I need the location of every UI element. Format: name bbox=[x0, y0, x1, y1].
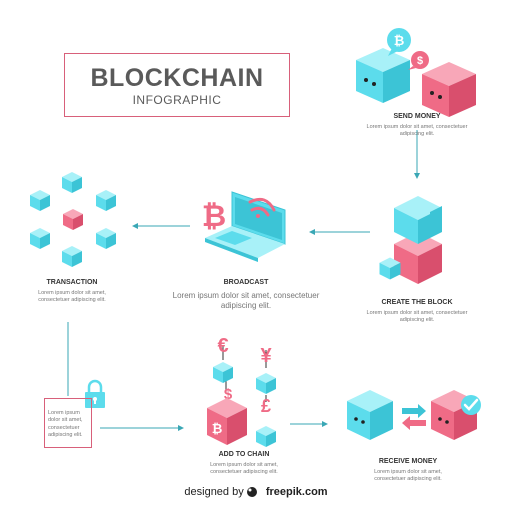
add-to-chain-title: ADD TO CHAIN bbox=[218, 451, 270, 458]
bitcoin-symbol-icon: ₿ bbox=[202, 199, 226, 234]
transaction-desc: Lorem ipsum dolor sit amet, consectetuer… bbox=[22, 290, 122, 305]
send-money-desc-line1: Lorem ipsum dolor sit amet, consectetuer bbox=[366, 124, 468, 130]
add-to-chain-desc: Lorem ipsum dolor sit amet, consectetuer… bbox=[189, 462, 299, 477]
receive-money-desc: Lorem ipsum dolor sit amet, consectetuer… bbox=[353, 469, 463, 484]
receive-money-illustration bbox=[347, 390, 481, 440]
create-block-desc: Lorem ipsum dolor sit amet, consectetuer… bbox=[357, 310, 477, 325]
receive-money-desc-line2: consectetuer adipiscing elit. bbox=[374, 476, 442, 483]
send-money-desc-line2: adipiscing elit. bbox=[399, 131, 435, 138]
add-to-chain-illustration: € ¥ £ $ ₿ bbox=[207, 335, 276, 447]
lock-note-frame bbox=[44, 398, 92, 448]
receive-money-desc-line1: Lorem ipsum dolor sit amet, bbox=[374, 469, 442, 475]
svg-text:₿: ₿ bbox=[394, 34, 405, 49]
transaction-title: TRANSACTION bbox=[46, 279, 98, 286]
transaction-desc-line2: consectetuer adipiscing elit. bbox=[38, 297, 106, 304]
lock-icon bbox=[85, 379, 105, 408]
add-to-chain-desc-line1: Lorem ipsum dolor sit amet, bbox=[210, 462, 278, 468]
bitcoin-bubble-icon: ₿ bbox=[387, 28, 411, 56]
freepik-logo-icon bbox=[247, 487, 257, 497]
checkmark-icon bbox=[461, 395, 481, 415]
exchange-arrows-icon bbox=[402, 404, 426, 430]
laptop-icon bbox=[205, 191, 286, 262]
send-money-title: SEND MONEY bbox=[393, 113, 441, 120]
receive-money-title: RECEIVE MONEY bbox=[378, 458, 438, 465]
broadcast-desc-line2: adipiscing elit. bbox=[220, 301, 272, 311]
svg-text:$: $ bbox=[417, 55, 423, 67]
dollar-bubble-icon: $ bbox=[408, 51, 429, 70]
footer-brand[interactable]: freepik.com bbox=[265, 486, 328, 498]
dollar-symbol-icon: $ bbox=[224, 386, 233, 403]
svg-text:₿: ₿ bbox=[212, 422, 223, 437]
create-block-title: CREATE THE BLOCK bbox=[381, 299, 453, 306]
broadcast-title: BROADCAST bbox=[223, 279, 269, 286]
broadcast-desc-line1: Lorem ipsum dolor sit amet, consectetuer bbox=[172, 291, 320, 300]
lock-note-text: Lorem ipsum dolor sit amet, consectetuer… bbox=[48, 410, 92, 440]
wifi-icon bbox=[248, 197, 276, 218]
broadcast-desc: Lorem ipsum dolor sit amet, consectetuer… bbox=[150, 291, 342, 312]
lock-note-line2: dolor sit amet, bbox=[48, 417, 83, 424]
send-money-desc: Lorem ipsum dolor sit amet, consectetuer… bbox=[357, 124, 477, 139]
transaction-desc-line1: Lorem ipsum dolor sit amet, bbox=[38, 290, 106, 296]
create-block-desc-line2: adipiscing elit. bbox=[399, 317, 435, 324]
title-main: BLOCKCHAIN bbox=[90, 64, 264, 92]
lock-note-line1: Lorem ipsum bbox=[48, 410, 80, 416]
create-block-desc-line1: Lorem ipsum dolor sit amet, consectetuer bbox=[366, 310, 468, 316]
lock-note-line4: adipiscing elit. bbox=[48, 432, 83, 439]
create-block-illustration bbox=[379, 196, 442, 284]
transaction-illustration bbox=[30, 172, 116, 267]
lock-note-line3: consectetuer bbox=[48, 424, 80, 431]
pound-symbol-icon: £ bbox=[261, 396, 271, 416]
title-frame: BLOCKCHAIN INFOGRAPHIC bbox=[64, 53, 290, 117]
footer-credit: designed by freepik.com bbox=[0, 486, 512, 498]
footer-prefix: designed by bbox=[184, 486, 244, 498]
send-money-illustration: ₿ $ bbox=[356, 28, 476, 117]
euro-symbol-icon: € bbox=[217, 335, 228, 357]
yen-symbol-icon: ¥ bbox=[260, 345, 272, 367]
broadcast-illustration: ₿ bbox=[202, 191, 286, 262]
title-sub: INFOGRAPHIC bbox=[132, 93, 222, 107]
add-to-chain-desc-line2: consectetuer adipiscing elit. bbox=[210, 469, 278, 476]
